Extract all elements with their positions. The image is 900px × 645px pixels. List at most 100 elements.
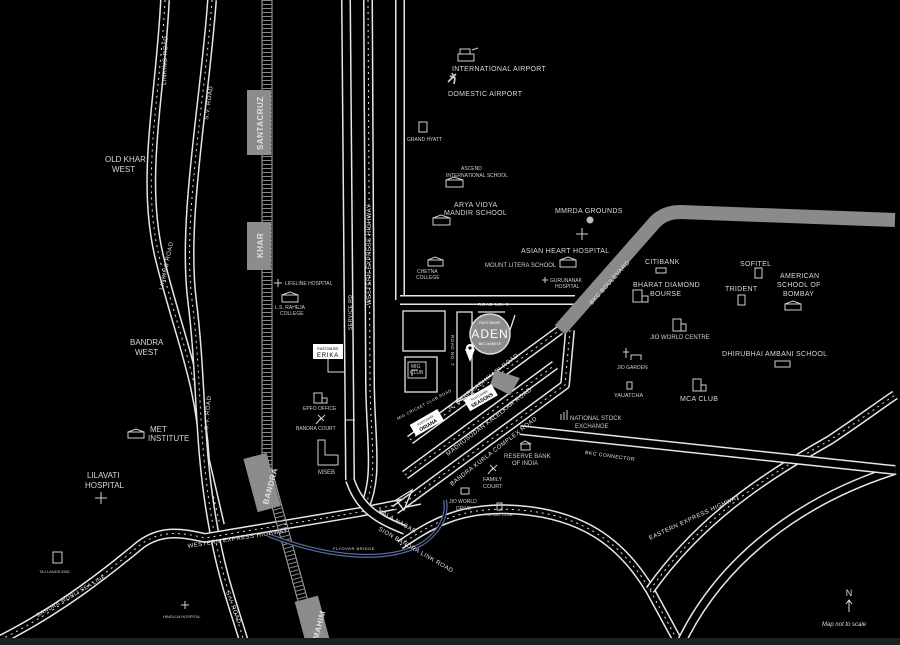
location-pin-icon: [465, 344, 475, 362]
place-label: ASIAN HEART HOSPITAL: [521, 248, 609, 255]
place-label: INTERNATIONAL SCHOOL: [446, 173, 508, 179]
place-label: FAMILY: [483, 477, 502, 483]
mseb-outline-icon: [317, 439, 339, 466]
road-label: BANDRA WORLI SEA LINK: [36, 574, 107, 619]
place-label: INTERNATIONAL AIRPORT: [452, 66, 546, 73]
bank-icon: [519, 440, 532, 451]
place-label: WEST: [135, 348, 158, 357]
school-icon: [559, 256, 577, 268]
place-label: BHARAT DIAMOND: [633, 282, 700, 289]
place-label: JIO WORLD CENTRE: [650, 335, 710, 341]
place-label: LILAVATI: [87, 471, 119, 480]
road-label: S.V. ROAD: [204, 395, 213, 430]
school-icon: [427, 256, 444, 267]
road-label: S.V. ROAD: [204, 85, 215, 120]
place-label: BANDRA: [130, 338, 164, 347]
weh-vertical: [357, 0, 378, 515]
place-label: CLUB: [410, 370, 424, 376]
svg-text:BKC ANNEXE: BKC ANNEXE: [479, 342, 502, 346]
place-label: BANDRA COURT: [296, 426, 336, 432]
place-label: MET: [150, 425, 167, 434]
place-label: HOSPITAL: [85, 481, 125, 490]
place-label: MCA CLUB: [680, 396, 718, 403]
kalelkar-road: [402, 360, 558, 480]
place-label: DOMESTIC AIRPORT: [448, 91, 523, 98]
place-label: THE BAY CLUB: [484, 512, 513, 517]
building-icon: [632, 289, 649, 303]
svg-text:ADEN: ADEN: [471, 327, 508, 341]
place-label: CITIBANK: [645, 259, 680, 266]
place-label: MMRDA GROUNDS: [555, 208, 623, 215]
place-label: LIFELINE HOSPITAL: [285, 281, 333, 287]
school-icon: [432, 214, 451, 226]
building-icon: [692, 378, 707, 392]
place-label: JIO WORLD: [449, 499, 477, 505]
place-label: CHETNA: [417, 269, 438, 275]
station-bandra: BANDRA: [243, 452, 281, 513]
place-label: INSTITUTE: [148, 434, 189, 443]
place-label: BOMBAY: [783, 291, 814, 298]
place-label: MANDIR SCHOOL: [444, 210, 507, 217]
place-label: WEST: [112, 165, 135, 174]
road-label: SERVICE RD: [348, 295, 354, 330]
hotel-icon: [754, 267, 763, 279]
school-icon: [445, 176, 464, 188]
tree-bench-icon: [623, 348, 642, 360]
project-erika-label[interactable]: RUSTOMJEE ERIKA: [313, 344, 355, 421]
airport-building-icon: [457, 47, 479, 62]
station-khar: KHAR: [247, 222, 271, 270]
place-label: ARYA VIDYA: [454, 202, 497, 209]
scale-note: Map not to scale: [822, 622, 867, 628]
bkc-boulevard: [554, 205, 896, 335]
gavel-icon: [487, 464, 498, 475]
project-aden-marker[interactable]: RUSTOMJEE ADEN BKC ANNEXE: [469, 313, 511, 355]
hotel-icon: [737, 294, 746, 306]
club-icon: [407, 361, 427, 379]
school-icon: [127, 428, 145, 439]
exchange-icon: [560, 410, 568, 420]
place-label: BOURSE: [650, 291, 681, 298]
place-label: TAJ LANDS END: [39, 569, 70, 574]
sea-link-weh: [0, 495, 421, 645]
hospital-cross-icon: [576, 228, 588, 240]
place-label: ASCEND: [461, 166, 482, 172]
place-label: HINDUJA HOSPITAL: [163, 614, 201, 619]
place-label: DRIVE: [456, 506, 472, 512]
sion-link-road: [397, 504, 685, 645]
place-label: MSEB: [318, 470, 335, 476]
place-label: COLLEGE: [416, 275, 440, 281]
hospital-cross-icon: [95, 492, 107, 504]
road-label: FLYOVER BRIDGE: [333, 546, 375, 551]
place-label: MOUNT LITERA SCHOOL: [485, 263, 557, 269]
north-arrow-icon: N: [845, 588, 853, 612]
building-icon: [313, 392, 328, 404]
club-icon: [496, 502, 503, 511]
svg-text:N: N: [846, 588, 853, 598]
place-label: HOSPITAL: [555, 284, 580, 290]
place-label: SCHOOL OF: [777, 282, 821, 289]
place-label: GURUNANAK: [550, 278, 583, 284]
place-label: COLLEGE: [280, 311, 304, 317]
svg-text:KHAR: KHAR: [256, 233, 265, 258]
hospital-cross-icon: [181, 601, 189, 609]
road-label: LINKING ROAD: [162, 36, 170, 85]
sv-road: [184, 0, 250, 645]
place-label: YAUATCHA: [614, 393, 643, 399]
eastern-express-highway: [645, 390, 898, 593]
hospital-cross-icon: [542, 277, 548, 283]
eastern-express-2: [675, 465, 897, 645]
place-label: EPFO OFFICE: [303, 406, 337, 412]
place-label: L.S. RAHEJA: [275, 305, 306, 311]
place-label: MIG: [411, 364, 421, 370]
svg-text:RUSTOMJEE: RUSTOMJEE: [479, 321, 501, 325]
kalanagar-loop: [345, 478, 407, 535]
place-label: OF INDIA: [512, 461, 538, 467]
station-santacruz: SANTACRUZ: [247, 90, 271, 155]
station-mahim: MAHIM: [294, 595, 331, 645]
gavel-icon: [315, 414, 326, 425]
bottom-bar: [0, 638, 900, 645]
place-label: AMERICAN: [780, 273, 819, 280]
bank-icon: [655, 267, 667, 274]
